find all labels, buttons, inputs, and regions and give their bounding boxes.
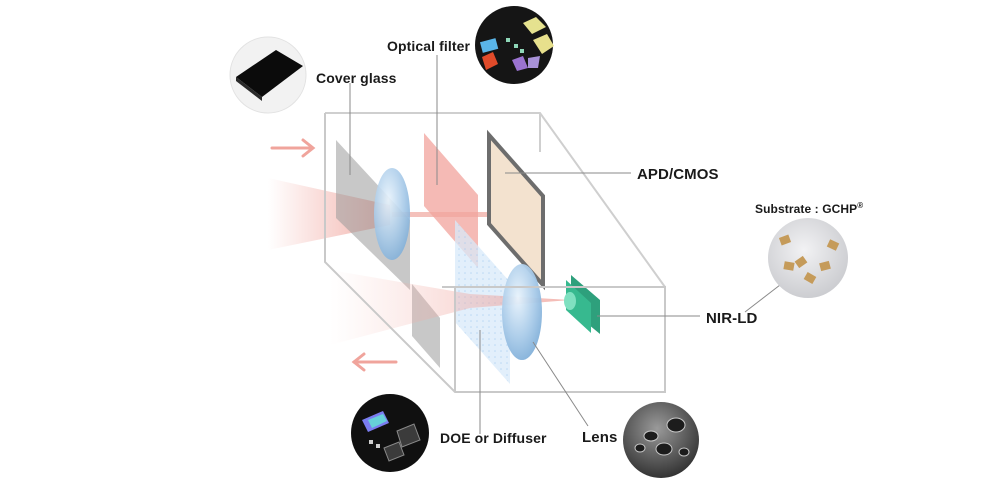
incoming-beam (268, 178, 390, 250)
substrate-label: Substrate : GCHP® (755, 201, 863, 216)
leader-lines (349, 55, 781, 434)
optical-filter-label: Optical filter (387, 38, 471, 54)
arrow-left-icon (351, 352, 398, 372)
lens-photo (623, 402, 699, 478)
upper-lens (374, 168, 410, 260)
cover-glass-photo (229, 36, 307, 114)
arrow-right-icon (270, 138, 316, 158)
doe-diffuser-photo (351, 394, 429, 472)
housing-box-back (325, 112, 666, 288)
optical-filter-photo (475, 6, 554, 84)
lower-lens (502, 264, 542, 360)
apd-cmos-label: APD/CMOS (637, 166, 719, 183)
registered-mark: ® (857, 201, 864, 210)
substrate-label-text: Substrate : GCHP (755, 202, 858, 216)
housing-box-front (324, 113, 666, 393)
lens-label: Lens (582, 429, 618, 446)
cover-glass-label: Cover glass (316, 70, 397, 86)
substrate-photo (768, 218, 848, 298)
apd-cmos-sensor (487, 129, 545, 291)
doe-diffuser-label: DOE or Diffuser (440, 430, 547, 446)
nir-ld-laser (564, 275, 600, 334)
nir-ld-label: NIR-LD (706, 310, 758, 327)
